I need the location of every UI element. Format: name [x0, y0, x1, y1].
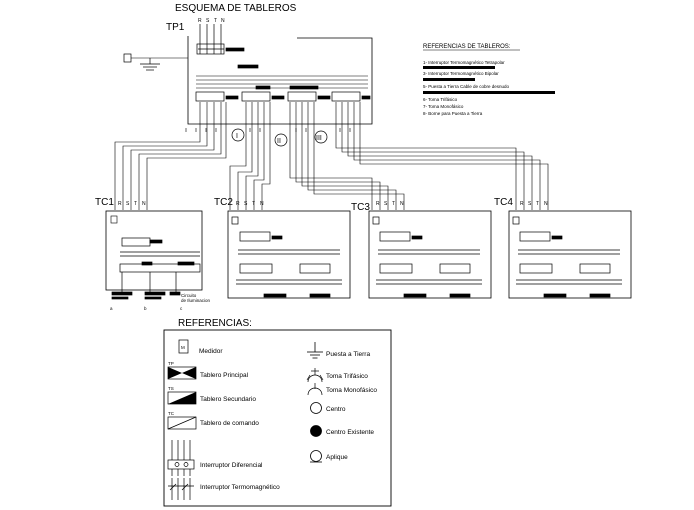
- svg-text:T: T: [134, 201, 137, 207]
- legend-trifasico: Toma Trifásico: [326, 373, 368, 380]
- main-terminals: [185, 128, 351, 132]
- legend-three-phase-socket-icon: [306, 368, 324, 383]
- legend-box: [163, 329, 392, 507]
- legend-termomagnetico: Interruptor Termomagnético: [200, 484, 280, 491]
- svg-text:S: S: [384, 201, 388, 207]
- main-busbars: [196, 75, 368, 89]
- board-ref-8: 8- Borne para Puesta a Tierra: [423, 111, 483, 116]
- svg-text:R: R: [520, 201, 524, 207]
- svg-text:R: R: [376, 201, 380, 207]
- legend-diferencial: Interruptor Diferencial: [200, 462, 263, 469]
- svg-text:III: III: [316, 135, 322, 142]
- main-feed-lines: [199, 24, 222, 54]
- main-board-label: TP1: [166, 22, 185, 33]
- legend-centro-existente-icon: [310, 425, 322, 437]
- tc1-output-a: a: [110, 306, 113, 311]
- legend-aplique: Aplique: [326, 454, 348, 461]
- legend-principal-icon: TP: [167, 361, 197, 380]
- main-ground-icon: [140, 58, 160, 71]
- board-ref-5-bar: [423, 91, 555, 94]
- svg-text:N: N: [142, 201, 146, 207]
- legend-monofasico: Toma Monofásico: [326, 387, 377, 394]
- legend-title: REFERENCIAS:: [178, 318, 252, 329]
- tc2-label: TC2: [214, 197, 233, 208]
- svg-text:TS: TS: [168, 386, 174, 391]
- legend-tierra: Puesta a Tierra: [326, 351, 370, 358]
- legend-termomagnetico-icon: [168, 478, 194, 500]
- board-ref-1: 1- Interruptor Termomagnético Tetrapolar: [423, 60, 505, 65]
- main-breaker: [196, 43, 259, 69]
- diagram-title: ESQUEMA DE TABLEROS: [175, 3, 297, 14]
- svg-text:T: T: [252, 201, 255, 207]
- meter-icon: [123, 53, 132, 63]
- board-ref-3: 3- Interruptor Termomagnético Bipolar: [423, 71, 499, 76]
- board-tc3: TC3 R S T N: [351, 201, 492, 299]
- board-references: REFERENCIAS DE TABLEROS: 1- Interruptor …: [423, 44, 555, 116]
- legend-centro-existente: Centro Existente: [326, 429, 374, 436]
- legend-meter-icon: M: [178, 339, 189, 354]
- main-board-tp1: TP1 R S T N: [123, 18, 373, 132]
- svg-text:T: T: [392, 201, 395, 207]
- circuit-marker-1: I: [231, 128, 245, 142]
- board-ref-5: 5- Puesta a Tierra Cable de cobre desnud…: [423, 84, 510, 89]
- svg-text:I: I: [236, 133, 238, 140]
- legend-aplique-icon: [310, 450, 322, 463]
- svg-text:T: T: [536, 201, 539, 207]
- main-phase-t: T: [214, 18, 217, 24]
- legend-centro: Centro: [326, 406, 346, 413]
- legend-comando-icon: TC: [167, 411, 197, 430]
- board-ref-3-bar: [423, 78, 475, 81]
- circuit-marker-2: II: [274, 133, 288, 147]
- legend-principal: Tablero Principal: [200, 372, 249, 379]
- board-tc2: TC2 R S T N: [214, 197, 351, 299]
- circuit-marker-3: III: [314, 130, 328, 144]
- tc1-output-b: b: [144, 306, 147, 311]
- legend-secundario-icon: TS: [167, 386, 197, 405]
- svg-text:R: R: [236, 201, 240, 207]
- board-ref-1-bar: [423, 66, 495, 69]
- svg-text:N: N: [260, 201, 264, 207]
- tc1-output-c: c: [180, 306, 183, 311]
- main-phase-s: S: [206, 18, 210, 24]
- board-tc1: TC1 R S T N Circuito de Iluminacion a b …: [95, 197, 211, 311]
- legend-single-phase-socket-icon: [307, 383, 323, 396]
- legend-ground-icon: [307, 342, 323, 359]
- board-refs-title: REFERENCIAS DE TABLEROS:: [423, 44, 511, 50]
- main-phase-r: R: [198, 18, 202, 24]
- svg-text:TP: TP: [168, 361, 174, 366]
- svg-text:II: II: [277, 138, 281, 145]
- feeder-wiring: [114, 102, 549, 210]
- legend-diferencial-icon: [167, 440, 195, 476]
- tc3-label: TC3: [351, 202, 370, 213]
- legend: REFERENCIAS: M Medidor TP Tablero Princi…: [163, 318, 392, 507]
- tc1-label: TC1: [95, 197, 114, 208]
- svg-text:R: R: [118, 201, 122, 207]
- svg-text:M: M: [181, 345, 185, 350]
- main-board-outline: [187, 36, 373, 125]
- tc1-circuit-note-1: Circuito: [181, 293, 197, 298]
- main-output-breakers: [195, 85, 371, 102]
- svg-text:N: N: [544, 201, 548, 207]
- svg-text:S: S: [126, 201, 130, 207]
- main-phase-n: N: [221, 18, 225, 24]
- svg-text:S: S: [244, 201, 248, 207]
- board-ref-6: 6- Toma Trifásico: [423, 97, 458, 102]
- legend-medidor: Medidor: [199, 348, 223, 355]
- tc4-label: TC4: [494, 197, 513, 208]
- legend-secundario: Tablero Secundario: [200, 396, 256, 403]
- board-ref-7: 7- Toma Monofásico: [423, 104, 464, 109]
- legend-comando: Tablero de comando: [200, 420, 259, 427]
- svg-text:TC: TC: [168, 411, 175, 416]
- svg-text:N: N: [400, 201, 404, 207]
- svg-text:S: S: [528, 201, 532, 207]
- tc1-circuit-note-2: de Iluminacion: [181, 298, 211, 303]
- legend-centro-icon: [310, 402, 322, 414]
- board-tc4: TC4 R S T N: [494, 197, 632, 299]
